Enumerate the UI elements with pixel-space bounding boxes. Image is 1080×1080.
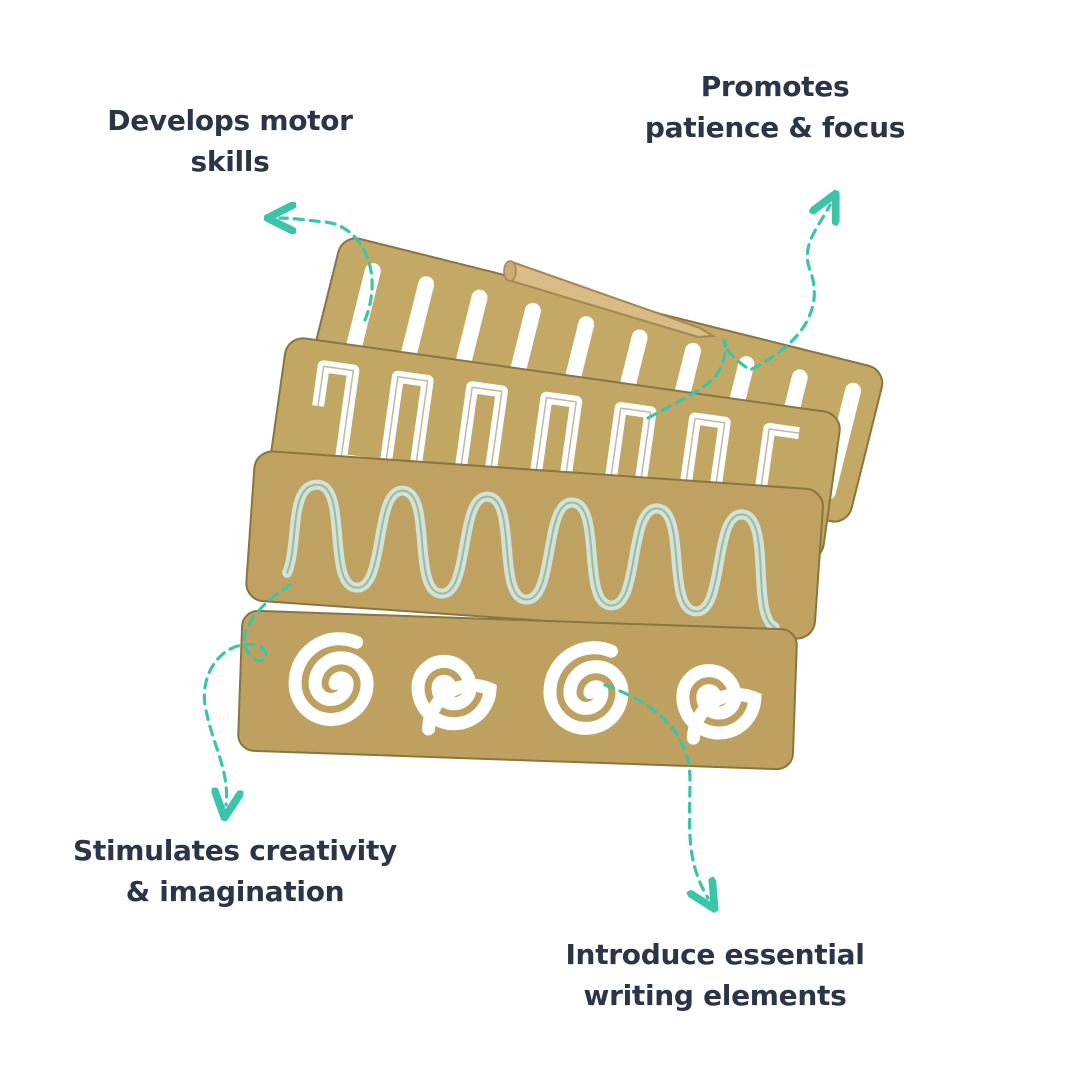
wooden-stylus xyxy=(503,260,717,339)
feature-label-line: & imagination xyxy=(125,875,345,908)
feature-label-patience-focus: Promotes patience & focus xyxy=(615,66,935,148)
feature-label-line: Develops motor xyxy=(107,104,353,137)
feature-label-line: patience & focus xyxy=(644,111,906,144)
loop-wave-board xyxy=(245,450,824,640)
arrow-motor-skills xyxy=(280,218,374,322)
feature-label-line: Stimulates creativity xyxy=(73,834,397,867)
feature-label-creativity: Stimulates creativity & imagination xyxy=(40,830,430,912)
feature-label-writing-elements: Introduce essential writing elements xyxy=(530,934,900,1016)
arrow-writing-elements xyxy=(603,683,708,898)
spiral-board xyxy=(237,609,798,771)
arrow-creativity xyxy=(202,583,292,805)
feature-label-line: skills xyxy=(190,145,270,178)
feature-label-line: Promotes xyxy=(700,70,850,103)
feature-label-line: writing elements xyxy=(583,979,847,1012)
feature-label-line: Introduce essential xyxy=(565,938,865,971)
feature-label-motor-skills: Develops motor skills xyxy=(80,100,380,182)
